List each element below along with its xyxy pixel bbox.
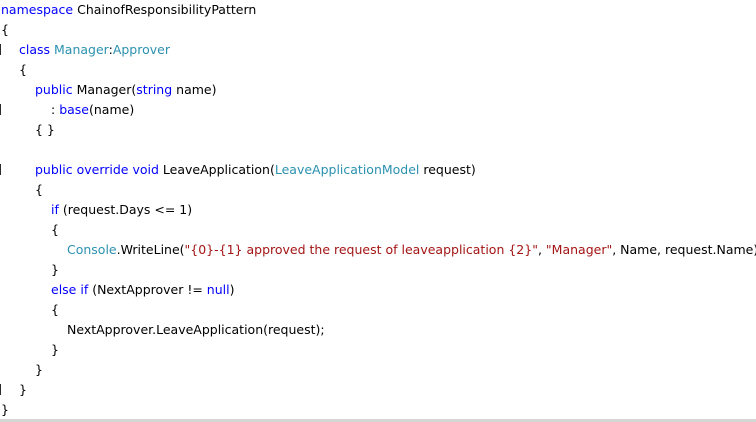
code-token-type: Manager	[54, 42, 109, 57]
code-token-plain: }	[35, 362, 43, 377]
code-token-plain: name)	[172, 82, 217, 97]
gutter-marker	[0, 44, 1, 55]
code-token-plain: NextApprover.LeaveApplication(request);	[67, 322, 325, 337]
code-token-kw: string	[136, 82, 173, 97]
code-token-plain: ,	[537, 242, 546, 257]
code-line[interactable]: {	[19, 60, 27, 80]
code-token-plain: )	[229, 282, 235, 297]
code-line[interactable]: NextApprover.LeaveApplication(request);	[67, 320, 325, 340]
code-token-str: "{0}-{1} approved the request of leaveap…	[184, 242, 538, 257]
code-token-kw: if	[51, 202, 59, 217]
code-token-kw: override	[76, 162, 129, 177]
code-token-plain: (name)	[89, 102, 135, 117]
code-token-type: Approver	[112, 42, 170, 57]
code-line[interactable]: public override void LeaveApplication(Le…	[35, 160, 476, 180]
code-token-plain: { }	[35, 122, 55, 137]
code-line[interactable]: }	[1, 400, 9, 420]
code-line[interactable]: {	[51, 300, 59, 320]
code-line[interactable]: }	[51, 340, 59, 360]
code-line[interactable]: {	[1, 20, 9, 40]
code-token-plain: (request.Days <= 1)	[58, 202, 193, 217]
code-token-kw: null	[206, 282, 230, 297]
code-line[interactable]: { }	[35, 120, 55, 140]
code-token-kw: class	[19, 42, 51, 57]
code-token-kw: public	[35, 162, 73, 177]
code-token-plain: {	[35, 182, 43, 197]
code-token-kw: void	[132, 162, 159, 177]
gutter-marker	[0, 384, 1, 395]
code-token-kw: base	[59, 102, 89, 117]
code-token-kw: public	[35, 82, 73, 97]
code-token-plain: :	[108, 42, 113, 57]
code-line[interactable]: : base(name)	[51, 100, 134, 120]
code-token-plain: {	[51, 222, 59, 237]
code-line[interactable]: Console.WriteLine("{0}-{1} approved the …	[67, 240, 756, 260]
code-token-plain: .WriteLine(	[116, 242, 185, 257]
code-line[interactable]: {	[35, 180, 43, 200]
code-line[interactable]: }	[51, 260, 59, 280]
code-token-plain: }	[51, 342, 59, 357]
code-token-plain: {	[19, 62, 27, 77]
code-token-plain: LeaveApplication(	[158, 162, 275, 177]
code-token-plain: }	[51, 262, 59, 277]
code-token-plain: }	[19, 382, 27, 397]
code-token-type: LeaveApplicationModel	[274, 162, 420, 177]
code-token-plain: {	[51, 302, 59, 317]
code-token-kw: if	[80, 282, 89, 297]
code-token-type: Console	[67, 242, 117, 257]
code-token-plain: :	[51, 102, 60, 117]
code-token-plain: {	[1, 22, 9, 37]
code-token-plain: }	[1, 402, 9, 417]
code-token-kw: else	[51, 282, 77, 297]
code-token-str: "Manager"	[545, 242, 613, 257]
horizontal-scrollbar[interactable]	[0, 419, 756, 422]
code-line[interactable]: }	[19, 380, 27, 400]
code-line[interactable]: else if (NextApprover != null)	[51, 280, 234, 300]
code-token-plain: request)	[419, 162, 476, 177]
code-line[interactable]: public Manager(string name)	[35, 80, 216, 100]
code-line[interactable]: {	[51, 220, 59, 240]
gutter-marker	[0, 104, 1, 115]
code-line[interactable]: namespace ChainofResponsibilityPattern	[1, 0, 256, 20]
code-token-plain: ChainofResponsibilityPattern	[73, 2, 257, 17]
code-line[interactable]: }	[35, 360, 43, 380]
code-line[interactable]: if (request.Days <= 1)	[51, 200, 192, 220]
gutter-marker	[0, 164, 1, 175]
code-token-plain: Manager(	[72, 82, 137, 97]
code-token-plain: (NextApprover !=	[88, 282, 207, 297]
code-token-plain: , Name, request.Name);	[612, 242, 756, 257]
code-token-kw: namespace	[1, 2, 74, 17]
code-line[interactable]: class Manager:Approver	[19, 40, 170, 60]
